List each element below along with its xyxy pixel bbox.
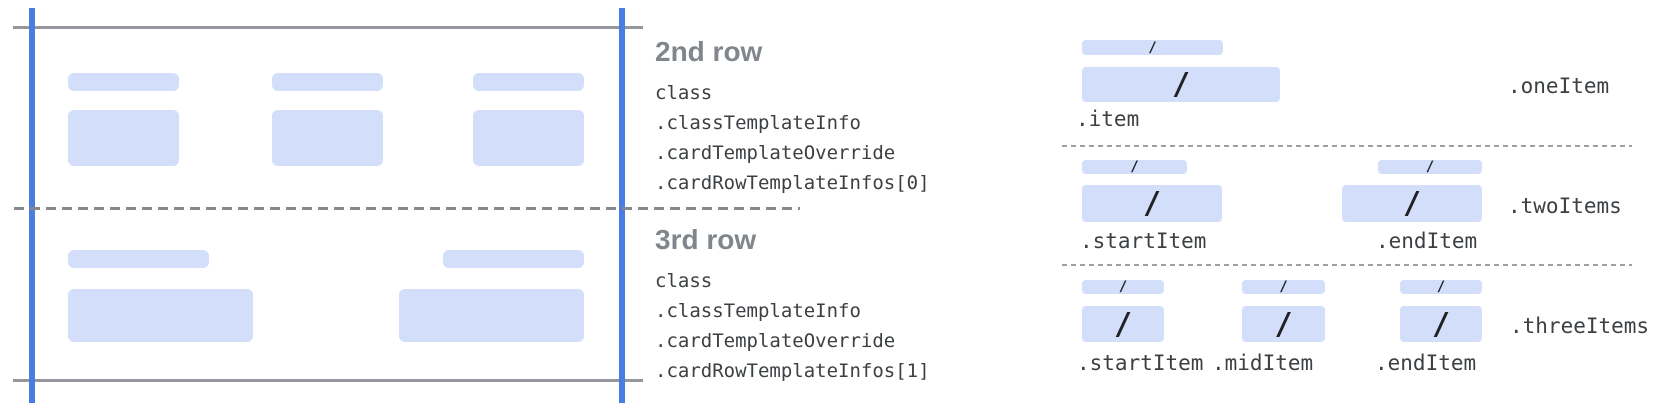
slash-glyph: / (1142, 186, 1162, 221)
slash-glyph: / (1279, 279, 1288, 295)
card-left-guide-line (29, 8, 35, 403)
two-items-start-caption: .startItem (1080, 229, 1207, 253)
slash-glyph: / (1436, 279, 1446, 295)
section-divider-dashed (1062, 264, 1632, 266)
three-items-mid-caption: .midItem (1212, 351, 1314, 375)
annotation-2nd-row-code-line: .cardRowTemplateInfos[0] (655, 172, 930, 194)
section-divider-dashed (1062, 145, 1632, 147)
three-items-end-caption: .endItem (1375, 351, 1477, 375)
row2-col1-label-placeholder (68, 73, 179, 91)
annotation-3rd-row-code-line: .cardTemplateOverride (655, 330, 896, 352)
slash-glyph: / (1402, 186, 1422, 221)
annotation-3rd-row-code-line: .classTemplateInfo (655, 300, 861, 322)
two-items-start-label-bar: / (1082, 159, 1187, 175)
row2-col2-value-placeholder (272, 110, 383, 166)
two-items-end-caption: .endItem (1376, 229, 1478, 253)
row2-col2-label-placeholder (272, 73, 383, 91)
layout-three-items-name: .threeItems (1510, 314, 1650, 338)
three-items-end-label-bar: / (1400, 279, 1482, 295)
annotation-3rd-row-code-line: .cardRowTemplateInfos[1] (655, 360, 930, 382)
card-row-divider-dashed (14, 207, 800, 210)
annotation-2nd-row-title: 2nd row (655, 36, 763, 67)
three-items-mid-value-bar: / (1242, 306, 1325, 342)
slash-glyph: / (1130, 159, 1139, 175)
row2-col3-label-placeholder (473, 73, 584, 91)
three-items-start-label-bar: / (1082, 279, 1164, 295)
slash-glyph: / (1171, 67, 1191, 102)
annotation-3rd-row-code-line: class (655, 270, 713, 292)
card-bottom-edge-line (13, 379, 643, 382)
row3-end-label-placeholder (443, 250, 584, 268)
three-items-mid-label-bar: / (1242, 279, 1325, 295)
three-items-end-value-bar: / (1400, 306, 1482, 342)
three-items-start-value-bar: / (1082, 306, 1164, 342)
slash-glyph: / (1431, 306, 1451, 342)
two-items-end-value-bar: / (1342, 185, 1482, 222)
row3-start-label-placeholder (68, 250, 209, 268)
card-right-guide-line (619, 8, 625, 403)
annotation-2nd-row-code-line: .classTemplateInfo (655, 112, 861, 134)
row2-col3-value-placeholder (473, 110, 584, 166)
slash-glyph: / (1148, 39, 1157, 56)
row3-end-value-placeholder (399, 289, 584, 342)
one-item-caption: .item (1076, 107, 1140, 131)
annotation-2nd-row: 2nd row class .classTemplateInfo .cardTe… (655, 36, 1075, 198)
slash-glyph: / (1425, 159, 1435, 175)
slash-glyph: / (1274, 306, 1293, 342)
row3-start-value-placeholder (68, 289, 253, 342)
slash-glyph: / (1118, 279, 1128, 295)
two-items-start-value-bar: / (1082, 185, 1222, 222)
annotation-2nd-row-code-line: class (655, 82, 713, 104)
slash-glyph: / (1113, 306, 1133, 342)
annotation-3rd-row-title: 3rd row (655, 224, 757, 255)
layout-two-items-name: .twoItems (1508, 194, 1622, 218)
three-items-start-caption: .startItem (1077, 351, 1204, 375)
one-item-value-bar: / (1082, 67, 1280, 102)
layout-one-item-name: .oneItem (1508, 74, 1610, 98)
card-top-edge-line (13, 26, 643, 29)
annotation-2nd-row-code-line: .cardTemplateOverride (655, 142, 896, 164)
two-items-end-label-bar: / (1378, 159, 1482, 175)
annotation-3rd-row: 3rd row class .classTemplateInfo .cardTe… (655, 224, 1075, 386)
row2-col1-value-placeholder (68, 110, 179, 166)
one-item-label-bar: / (1082, 39, 1223, 56)
